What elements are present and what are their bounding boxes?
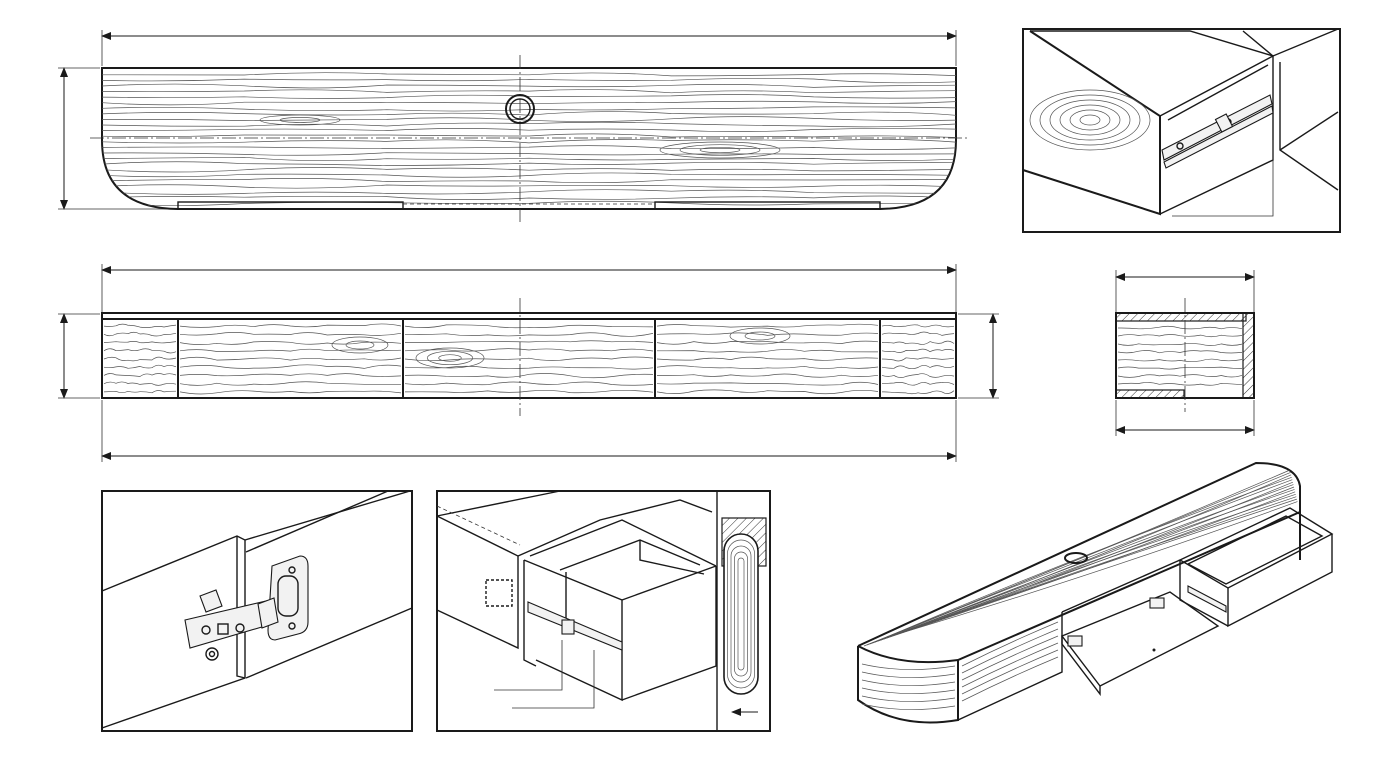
iso-top-surface [857, 461, 1301, 647]
hinge-detail [101, 490, 413, 732]
side-section [1115, 270, 1255, 436]
wood-grain-pattern [102, 72, 956, 206]
cable-grommet-icon [505, 94, 535, 124]
isometric-view [857, 461, 1334, 724]
cabinet-body-outline [101, 67, 957, 210]
front-view-top [58, 30, 968, 222]
front-panel-frame [101, 318, 957, 399]
drawer-open-detail [436, 490, 771, 732]
front-view-doors [58, 264, 999, 462]
drawer-slide-detail [1022, 28, 1341, 233]
